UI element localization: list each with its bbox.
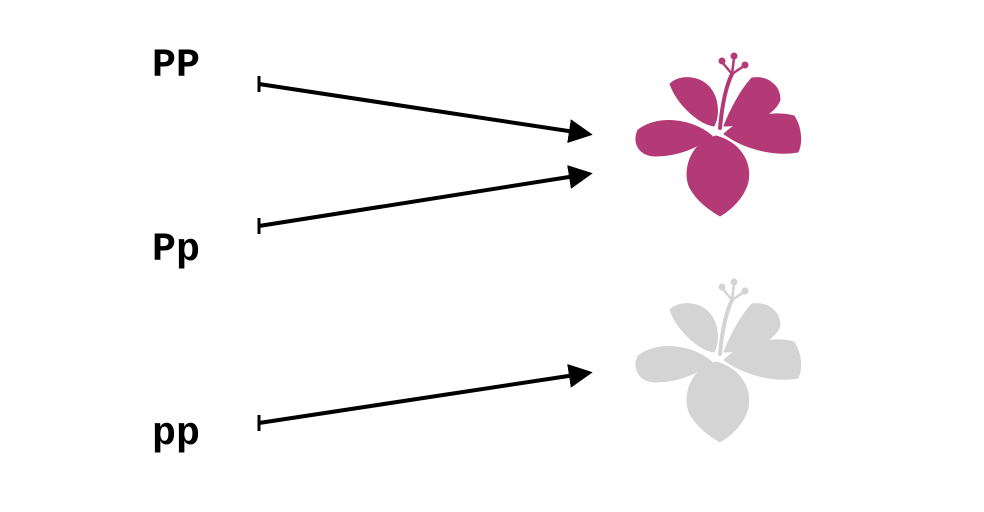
genotype-label-pp: pp [152,412,200,457]
arrow-right-icon [257,364,593,431]
genotype-label-PP: PP [152,44,200,89]
arrow-right-icon [257,165,593,234]
genotype-label-Pp: Pp [152,228,200,273]
hibiscus-flower-icon [634,277,803,444]
hibiscus-flower-icon [634,51,803,218]
arrow-right-icon [257,76,593,143]
